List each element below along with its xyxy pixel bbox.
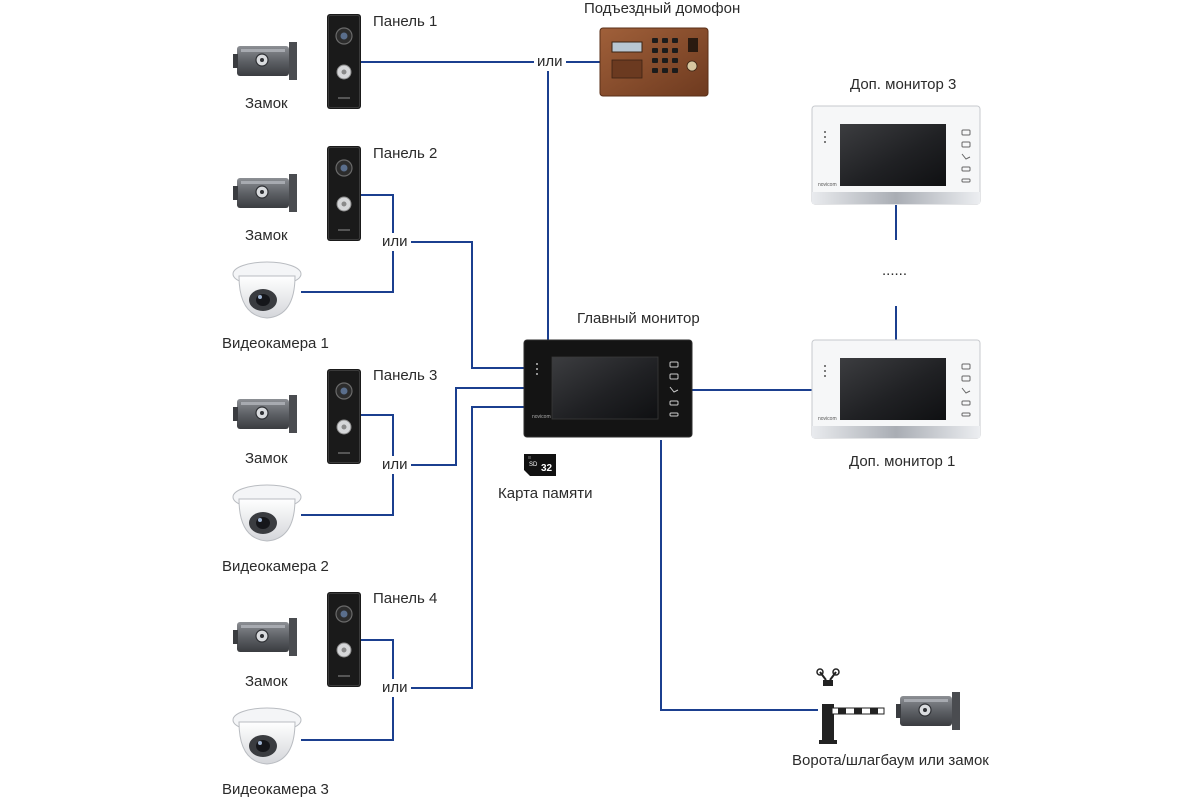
dome-camera-icon — [232, 261, 302, 319]
monitor-icon — [523, 339, 693, 438]
wire-panel3-to-monitor — [393, 387, 524, 466]
sd-capacity: 32 — [541, 463, 553, 474]
wire-monitor-to-gate — [660, 440, 818, 711]
wire-panel4-to-monitor — [393, 406, 524, 689]
lock-label-2: Замок — [245, 227, 288, 244]
main-monitor-label: Главный монитор — [577, 310, 700, 327]
or-label-1: или — [534, 53, 566, 71]
barrier-gate-icon — [816, 668, 885, 744]
monitor-icon — [811, 339, 981, 439]
door-panel-icon — [326, 591, 362, 688]
door-panel-3 — [326, 368, 362, 465]
door-panel-1 — [326, 13, 362, 110]
or-label-4: или — [379, 679, 411, 697]
camera2-label: Видеокамера 2 — [222, 558, 329, 575]
door-panel-icon — [326, 145, 362, 242]
camera3-label: Видеокамера 3 — [222, 781, 329, 798]
entrance-intercom — [599, 27, 709, 97]
dome-camera-icon — [232, 707, 302, 765]
lock-label-1: Замок — [245, 95, 288, 112]
gate-label: Ворота/шлагбаум или замок — [792, 752, 989, 769]
camera-3 — [232, 707, 302, 765]
barrier-gate — [816, 668, 885, 744]
door-panel-icon — [326, 368, 362, 465]
extra-monitor-3: novicom — [811, 105, 981, 205]
camera-2 — [232, 484, 302, 542]
dome-camera-icon — [232, 484, 302, 542]
entrance-intercom-label: Подъездный домофон — [584, 0, 741, 17]
door-panel-icon — [326, 13, 362, 110]
lock-icon — [232, 617, 298, 657]
lock-label-4: Замок — [245, 673, 288, 690]
wire-panel2-to-monitor — [393, 241, 524, 369]
panel4-label: Панель 4 — [373, 590, 438, 607]
lock-4 — [232, 617, 298, 657]
lock-icon — [232, 41, 298, 81]
extra-monitor-1-label: Доп. монитор 1 — [849, 453, 956, 470]
panel1-label: Панель 1 — [373, 13, 438, 30]
main-monitor-brand: novicom — [532, 414, 551, 420]
sd-card-icon — [524, 454, 556, 476]
lock-icon — [895, 691, 961, 731]
camera1-label: Видеокамера 1 — [222, 335, 329, 352]
panel3-label: Панель 3 — [373, 367, 438, 384]
lock-label-3: Замок — [245, 450, 288, 467]
extra-monitor-3-brand: novicom — [818, 182, 837, 188]
or-label-2: или — [379, 233, 411, 251]
lock-1 — [232, 41, 298, 81]
lock-icon — [232, 173, 298, 213]
lock-icon — [232, 394, 298, 434]
memory-card-label: Карта памяти — [498, 485, 593, 502]
door-panel-2 — [326, 145, 362, 242]
lock-2 — [232, 173, 298, 213]
monitor-icon — [811, 105, 981, 205]
memory-card: SD 32 — [524, 454, 556, 476]
gate-lock — [895, 691, 961, 731]
sd-logo: SD — [529, 462, 538, 468]
intercom-keypad-icon — [599, 27, 709, 97]
lock-3 — [232, 394, 298, 434]
extra-monitor-1: novicom — [811, 339, 981, 439]
extra-monitor-1-brand: novicom — [818, 416, 837, 422]
camera-1 — [232, 261, 302, 319]
main-monitor: novicom — [523, 339, 693, 438]
or-label-3: или — [379, 456, 411, 474]
door-panel-4 — [326, 591, 362, 688]
ellipsis-label: ...... — [882, 262, 908, 279]
extra-monitor-3-label: Доп. монитор 3 — [850, 76, 957, 93]
panel2-label: Панель 2 — [373, 145, 438, 162]
